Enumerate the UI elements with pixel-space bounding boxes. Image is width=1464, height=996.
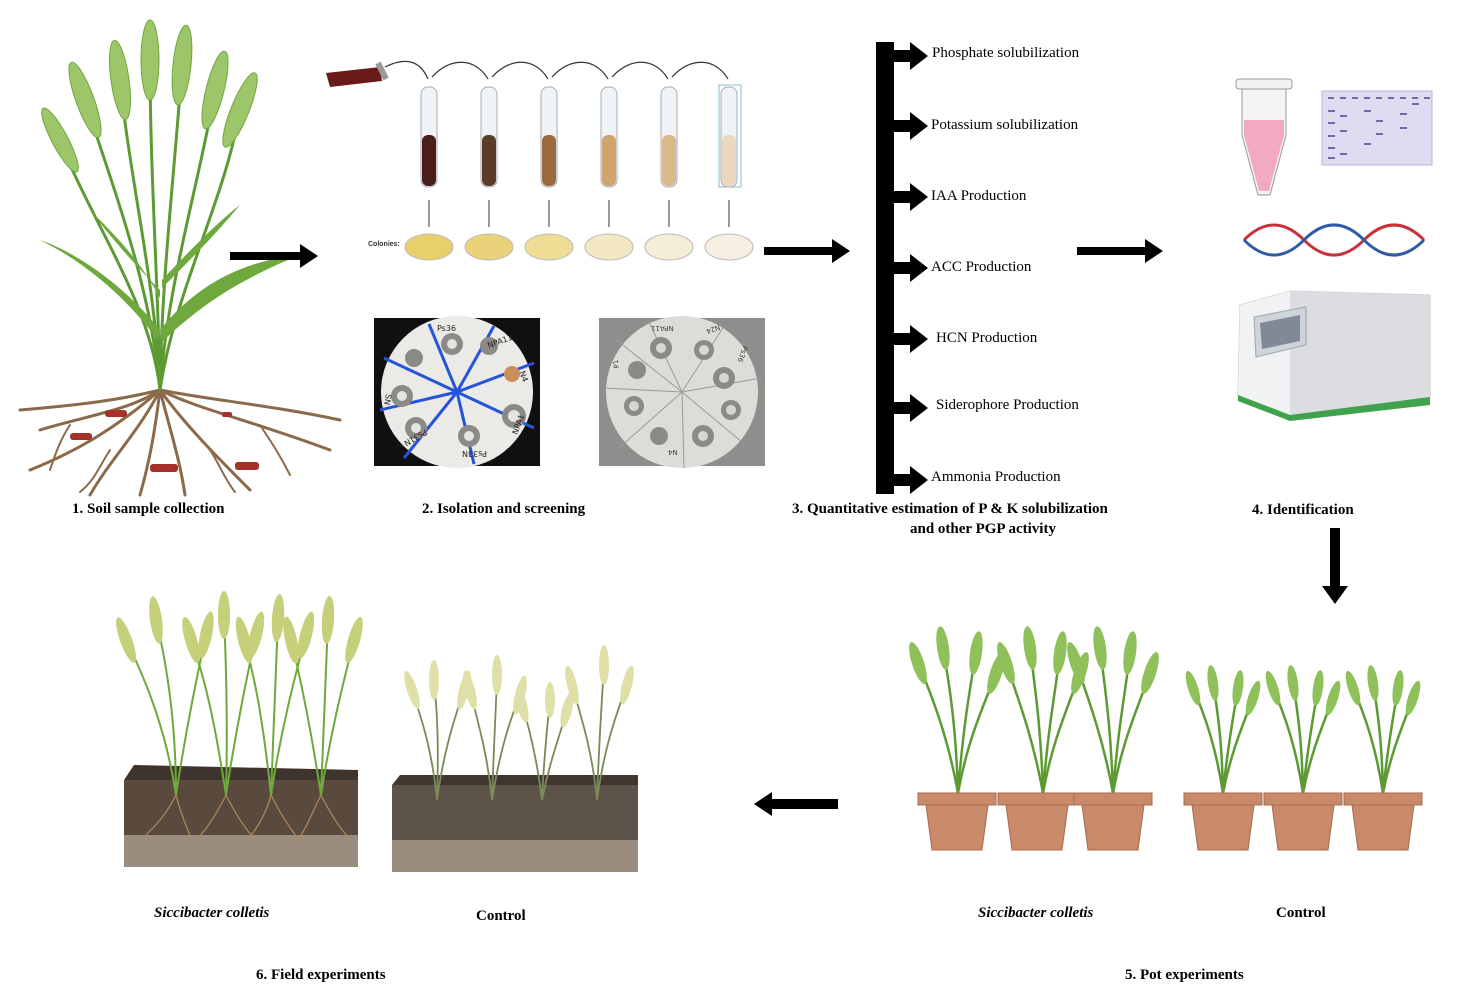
plate-label-ps36: Ps36 (437, 324, 457, 333)
plate-label-grey-n4: N4 (668, 448, 678, 456)
plate-label-ps33n: Ps33N (462, 449, 488, 458)
dna-helix-icon (1242, 223, 1426, 257)
activity-siderophore: Siderophore Production (936, 397, 1079, 413)
sequencer-machine-icon (1237, 290, 1431, 421)
sample-flask-icon (326, 61, 389, 87)
field-treatment-illustration (116, 591, 363, 867)
activity-phosphate: Phosphate solubilization (932, 45, 1080, 61)
step-5-label: 5. Pot experiments (1125, 967, 1244, 983)
activity-acc: ACC Production (931, 259, 1032, 275)
step-4-label: 4. Identification (1252, 502, 1354, 518)
field-control-label: Control (476, 908, 526, 924)
plate-label-grey-npa11: NPA11 (651, 324, 674, 332)
gel-icon (1321, 90, 1433, 166)
step-1-label: 1. Soil sample collection (72, 501, 225, 517)
activity-iaa: IAA Production (931, 188, 1027, 204)
activity-potassium: Potassium solubilization (931, 117, 1079, 133)
pot-control-label: Control (1276, 905, 1326, 921)
arrow-down (1322, 528, 1348, 604)
pot-treatment-label: Siccibacter colletis (978, 905, 1094, 921)
field-treatment-label: Siccibacter colletis (154, 905, 270, 921)
step-2-label: 2. Isolation and screening (422, 501, 586, 517)
arrow-right-1 (230, 244, 318, 268)
plate-label-grey-p1: P1 (611, 359, 622, 369)
wheat-plant-with-roots-illustration (18, 19, 342, 497)
arrow-right-2 (764, 239, 850, 263)
field-control-illustration (392, 645, 638, 872)
microtube-icon (1235, 78, 1293, 196)
activity-hcn: HCN Production (936, 330, 1038, 346)
activity-bracket (876, 42, 928, 494)
step-3-label-line2: and other PGP activity (910, 521, 1056, 537)
screening-plate-grey-photo (599, 316, 765, 469)
plate-label-sn: SN (382, 393, 393, 406)
screening-plate-blue-photo (374, 316, 540, 468)
colonies-label: Colonies: (368, 241, 400, 248)
step-3-label-line1: 3. Quantitative estimation of P & K solu… (792, 501, 1108, 517)
arrow-right-3 (1077, 239, 1163, 263)
arrow-left (754, 792, 838, 816)
identification-illustration (1235, 78, 1433, 421)
step-6-label: 6. Field experiments (256, 967, 386, 983)
activity-ammonia: Ammonia Production (931, 469, 1061, 485)
serial-dilution-illustration (326, 60, 754, 261)
pot-experiment-illustration (909, 626, 1423, 851)
